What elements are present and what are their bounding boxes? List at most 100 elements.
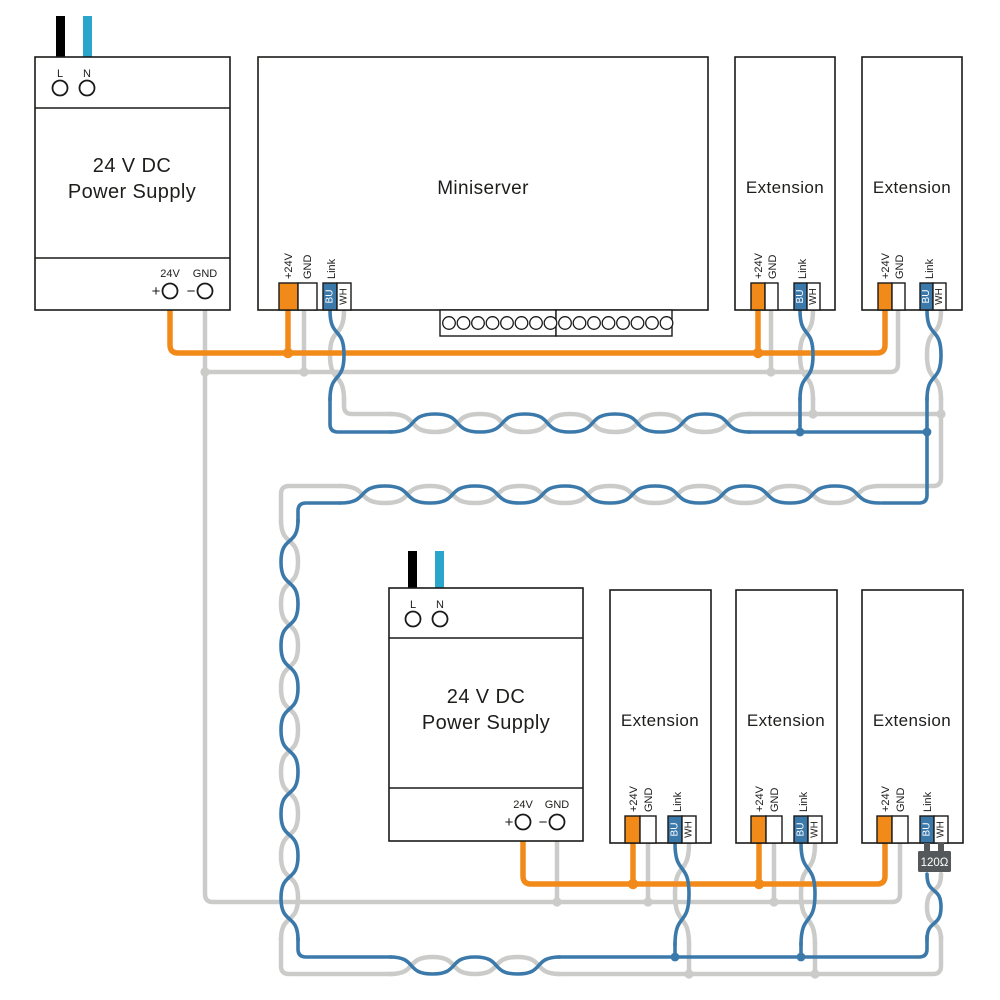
bu-label: BU: [325, 290, 336, 304]
extension-1-box: [734, 56, 836, 311]
terminal-l: [51, 79, 69, 97]
bu-label: BU: [796, 823, 807, 837]
junction-bu-ext2: [922, 427, 932, 437]
mains-neutral-wire: [435, 551, 444, 588]
junction-gnd-miniserver: [299, 367, 309, 377]
link-label: Link: [924, 258, 936, 279]
gnd-terminal-block: [891, 815, 909, 844]
link-bu-pair2-left: [296, 501, 342, 524]
gnd-label: GND: [643, 788, 655, 813]
bu-label: BU: [922, 823, 933, 837]
junction-wh-ext3: [684, 969, 694, 979]
bu-label: BU: [921, 290, 932, 304]
link-wh-terminal-block: [807, 815, 823, 844]
gnd-terminal-block: [764, 282, 779, 311]
link-bu-ext3-twist: [673, 841, 691, 947]
out-24v-label: 24V: [513, 799, 533, 811]
gnd-terminal-block: [639, 815, 657, 844]
terminal-n: [78, 79, 96, 97]
junction-bu-ext4: [796, 952, 806, 962]
extension-2: Extension +24V GND Link BU WH: [861, 56, 963, 311]
link-label: Link: [922, 791, 934, 812]
gnd-label: GND: [894, 255, 906, 280]
miniserver-output-terminals: [439, 309, 674, 337]
p24-terminal-block: [877, 282, 893, 311]
power-supply-label-line1: 24 V DC: [447, 686, 525, 708]
extension-label: Extension: [873, 711, 951, 730]
junction-gnd-ps1: [200, 367, 210, 377]
extension-label: Extension: [873, 178, 951, 197]
out-24v-label: 24V: [160, 268, 180, 280]
p24-terminal-block: [278, 282, 299, 311]
out-gnd-label: GND: [193, 268, 218, 280]
wh-label: WH: [936, 821, 947, 838]
terminal-l-label: L: [57, 68, 63, 80]
p24-label: +24V: [628, 785, 640, 812]
junction-p24-ext1: [752, 347, 764, 359]
power-supply-label-line2: Power Supply: [422, 712, 550, 734]
link-label: Link: [797, 258, 809, 279]
link-white-strands: [278, 307, 944, 977]
extension-label: Extension: [746, 178, 824, 197]
miniserver: Miniserver +24V GND Link BU WH: [257, 56, 709, 337]
terminator-pin: [924, 843, 930, 852]
extension-3-box: [609, 589, 712, 844]
terminal-24v: [514, 813, 532, 831]
gnd-terminal-block: [297, 282, 318, 311]
minus-sign: −: [187, 283, 196, 300]
link-bu-pair2-right: [880, 430, 929, 505]
power-supply-1-box: [34, 56, 231, 311]
p24-label: +24V: [753, 252, 765, 279]
link-wh-ext5-twist: [924, 871, 944, 943]
p24-terminal-block: [624, 815, 641, 844]
junction-bu-ext1: [795, 427, 805, 437]
terminal-n: [431, 610, 449, 628]
extension-label: Extension: [747, 711, 825, 730]
junction-gnd-ext4: [769, 897, 779, 907]
wh-label: WH: [339, 288, 350, 305]
link-wh-terminal-block: [932, 282, 947, 311]
extension-2-box: [861, 56, 963, 311]
link-wh-run-top: [387, 411, 753, 435]
bu-label: BU: [670, 823, 681, 837]
terminal-gnd: [548, 813, 566, 831]
gnd-label: GND: [769, 788, 781, 813]
link-wh-bottom-left-corner: [278, 935, 395, 977]
gnd-terminal-block: [891, 282, 906, 311]
p24-bus-top: [167, 295, 888, 356]
power-supply-label-line1: 24 V DC: [93, 155, 171, 177]
power-supply-2: L N 24 V DC Power Supply 24V GND + −: [388, 551, 584, 842]
link-bu-pair2-run: [338, 484, 882, 505]
p24-label: +24V: [880, 785, 892, 812]
wh-label: WH: [808, 288, 819, 305]
power-supply-2-box: [388, 587, 584, 842]
link-label: Link: [326, 258, 338, 279]
link-wh-pair2-run: [337, 483, 883, 506]
p24-label: +24V: [754, 785, 766, 812]
link-wh-terminal-block: [806, 282, 821, 311]
extension-label: Extension: [621, 711, 699, 730]
link-wh-pair2-left: [278, 483, 343, 525]
terminal-24v: [161, 282, 179, 300]
p24-label: +24V: [880, 252, 892, 279]
miniserver-label: Miniserver: [437, 178, 529, 199]
link-label: Link: [798, 791, 810, 812]
terminal-l: [404, 610, 422, 628]
minus-sign: −: [539, 814, 548, 831]
terminal-gnd: [196, 282, 214, 300]
link-bu-ext1-twist: [798, 308, 815, 402]
terminal-n-label: N: [83, 68, 91, 80]
wh-label: WH: [934, 288, 945, 305]
link-bu-miniserver-twist: [328, 308, 346, 402]
p24-bus-bottom: [520, 826, 888, 887]
mains-live-wire: [56, 16, 65, 57]
link-bu-corner-miniserver: [328, 396, 394, 434]
bu-label: BU: [795, 290, 806, 304]
junction-gnd-ext1: [766, 367, 776, 377]
bus-terminator-120ohm: 120Ω: [918, 843, 951, 872]
junction-wh-ext1: [808, 409, 818, 419]
gnd-label: GND: [767, 255, 779, 280]
p24-label: +24V: [283, 252, 295, 279]
extension-3: Extension +24V GND Link BU WH: [609, 589, 712, 844]
p24-terminal-block: [750, 282, 766, 311]
